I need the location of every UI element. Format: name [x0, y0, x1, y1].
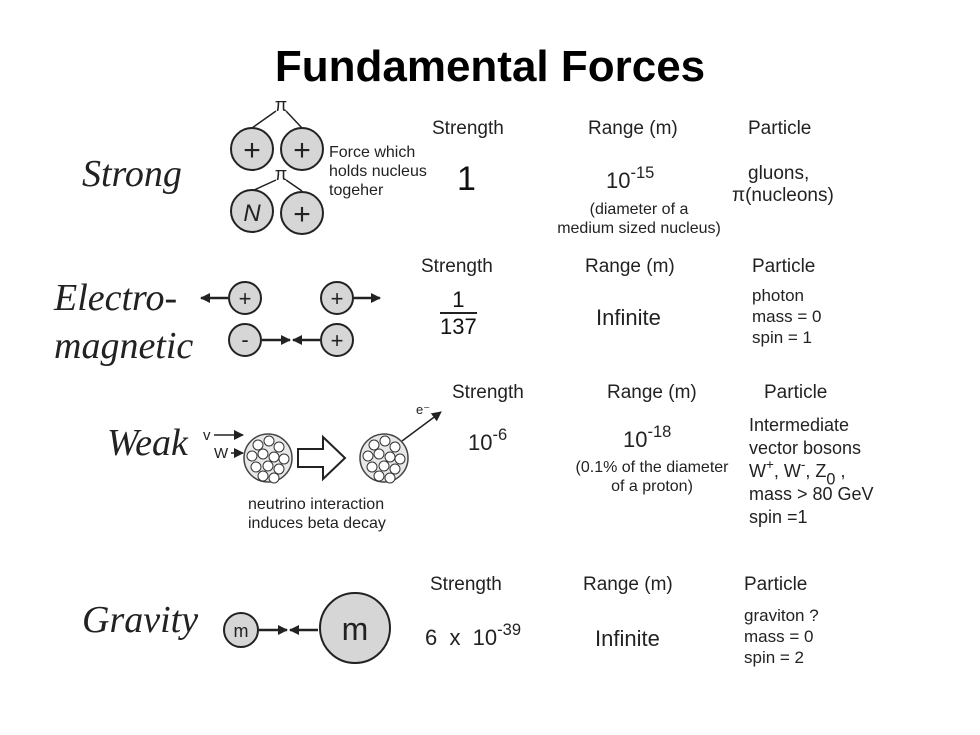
strong-particle: gluons,π(nucleons) — [732, 163, 834, 206]
process-arrow — [297, 434, 347, 482]
force-name-electromagnetic: Electro-magnetic — [54, 277, 194, 367]
w-label: W — [214, 445, 229, 462]
neutron-circle — [230, 189, 274, 233]
strong-range: 10-15 — [606, 164, 655, 193]
plus-sign: + — [293, 198, 311, 231]
svg-text:+: + — [331, 328, 344, 353]
pi-label: π — [275, 164, 287, 184]
strong-strength: 1 — [457, 160, 476, 198]
particle-header: Particle — [764, 382, 828, 403]
em-range: Infinite — [596, 305, 661, 330]
large-mass-circle — [319, 592, 391, 664]
page-title: Fundamental Forces — [274, 42, 706, 91]
svg-text:m: m — [342, 611, 369, 647]
particle-header: Particle — [748, 118, 812, 139]
weak-diagram: v W e⁻ — [203, 402, 442, 484]
strength-header: Strength — [430, 574, 502, 595]
charge-circle — [228, 323, 262, 357]
svg-text:-: - — [241, 327, 248, 352]
strength-header: Strength — [432, 118, 504, 139]
nucleus-cluster — [359, 433, 409, 484]
charge-circle — [320, 323, 354, 357]
electron-label: e⁻ — [416, 402, 430, 417]
small-mass-circle — [223, 612, 259, 648]
range-header: Range (m) — [607, 382, 697, 403]
nucleus-cluster — [243, 433, 293, 484]
weak-strength: 10-6 — [468, 426, 508, 455]
gravity-range: Infinite — [595, 626, 660, 651]
particle-header: Particle — [744, 574, 808, 595]
svg-text:m: m — [234, 621, 249, 641]
gravity-strength: 6 x 10-39 — [425, 621, 522, 650]
range-header: Range (m) — [583, 574, 673, 595]
proton-circle — [280, 191, 324, 235]
charge-circle — [228, 281, 262, 315]
pi-label: π — [275, 95, 287, 115]
proton-circle — [280, 127, 324, 171]
proton-circle — [230, 127, 274, 171]
particle-header: Particle — [752, 256, 816, 277]
plus-sign: + — [243, 134, 261, 167]
svg-text:+: + — [331, 286, 344, 311]
plus-sign: + — [293, 134, 311, 167]
range-header: Range (m) — [588, 118, 678, 139]
neutron-label: N — [243, 200, 261, 227]
force-name-strong: Strong — [82, 153, 182, 195]
neutrino-label: v — [203, 427, 211, 444]
strength-header: Strength — [452, 382, 524, 403]
strong-diagram: π + + π N + — [230, 95, 324, 235]
weak-range: 10-18 — [623, 423, 672, 452]
weak-particle: Intermediate vector bosons W+, W-, Z0 , … — [749, 415, 874, 527]
charge-circle — [320, 281, 354, 315]
strength-header: Strength — [421, 256, 493, 277]
em-diagram: + + - + — [200, 281, 381, 357]
range-header: Range (m) — [585, 256, 675, 277]
svg-text:+: + — [239, 286, 252, 311]
force-name-gravity: Gravity — [82, 599, 199, 641]
force-name-weak: Weak — [107, 422, 188, 464]
gravity-diagram: m m — [223, 592, 391, 664]
